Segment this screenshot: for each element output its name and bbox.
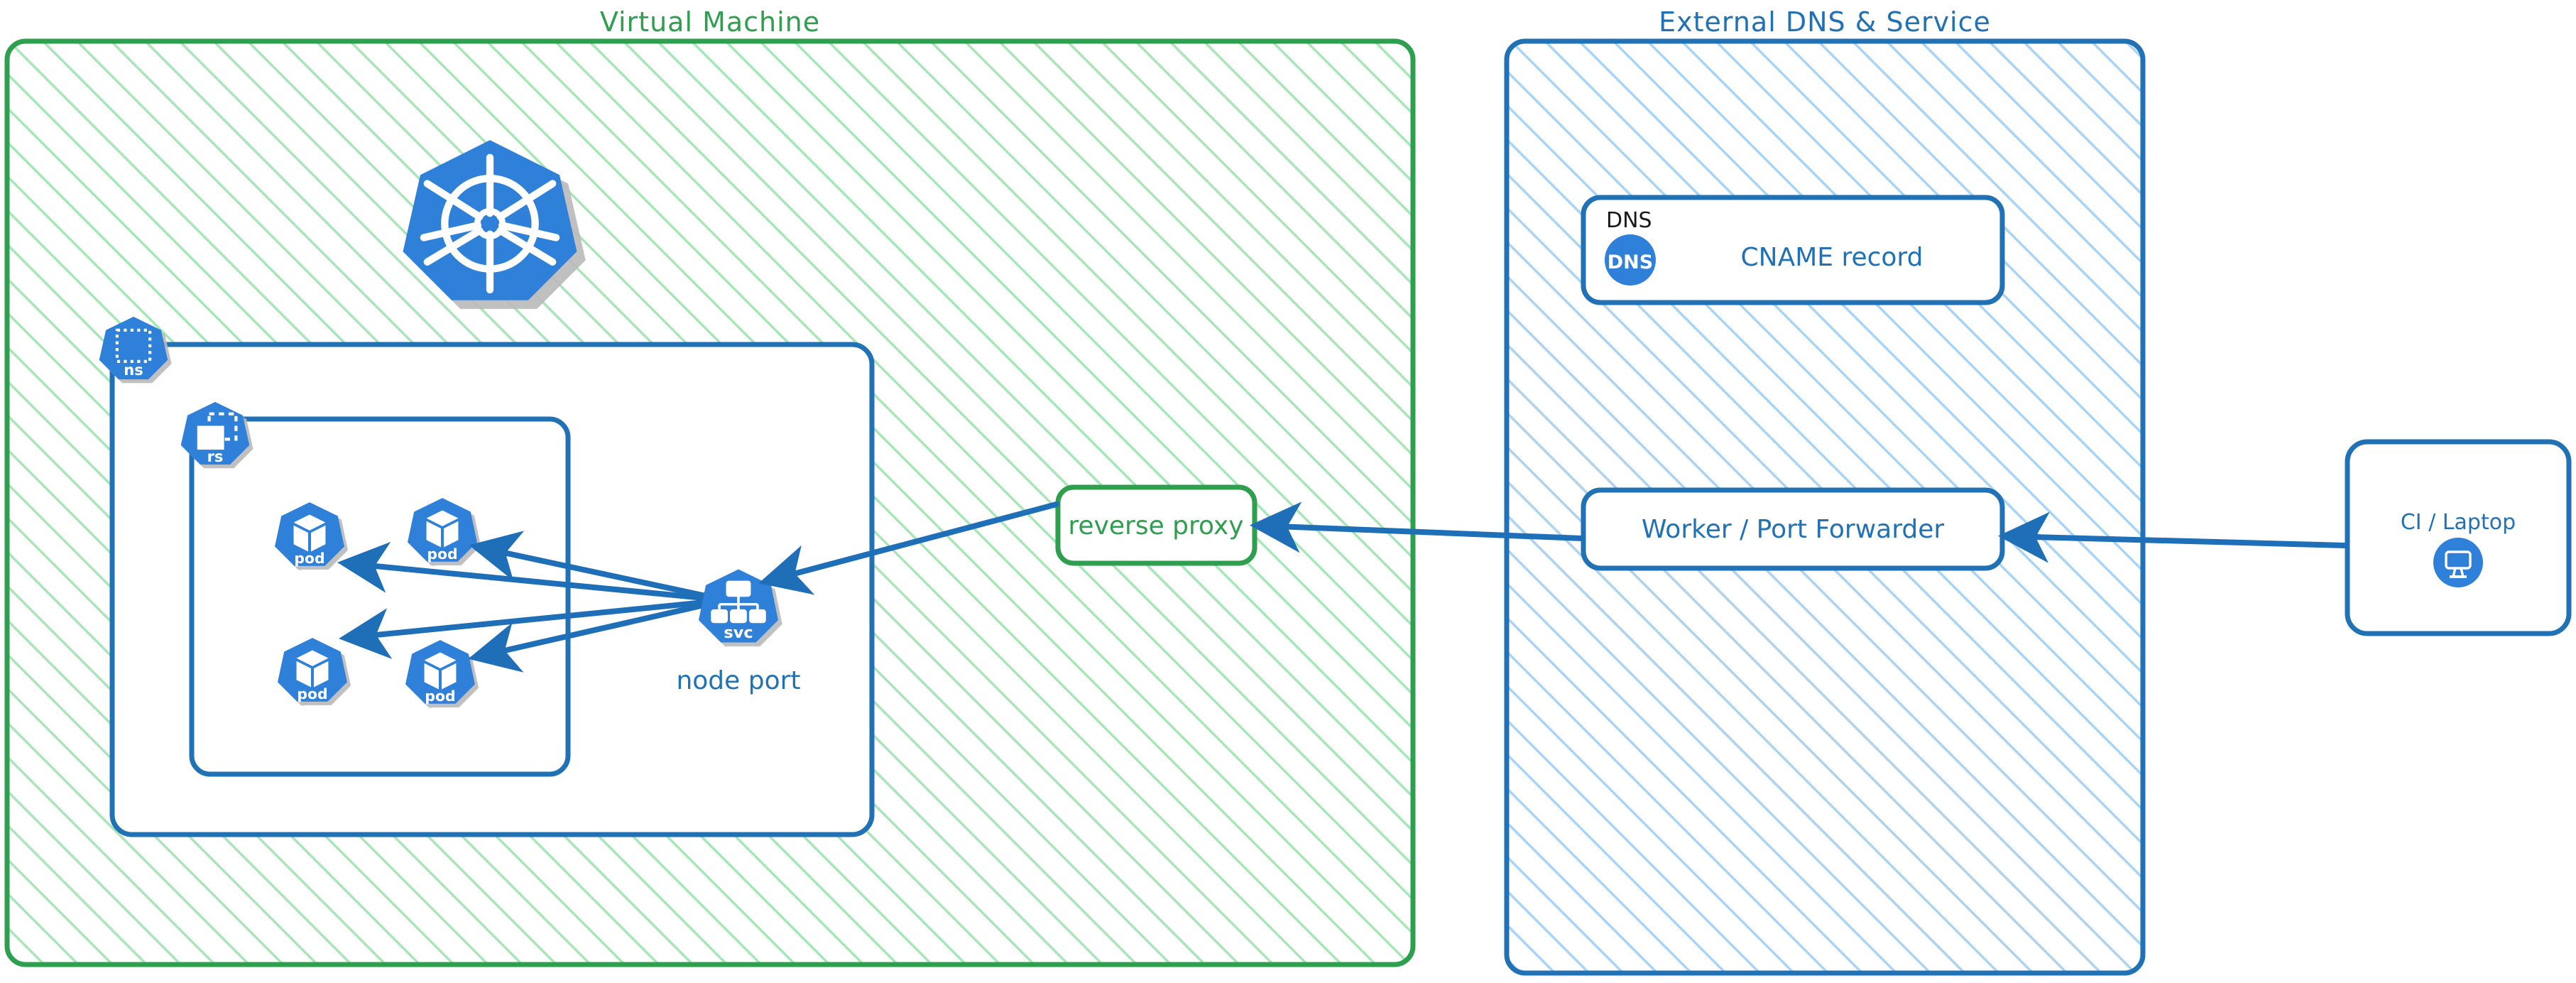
ci-laptop-label: CI / Laptop: [2401, 510, 2516, 535]
pod-icon-2: pod: [408, 498, 477, 563]
pod-icon-1: pod: [275, 502, 344, 567]
arrow-service-to-pod-3: [339, 597, 728, 659]
replicaset-icon: rs: [180, 401, 250, 465]
arrow-service-to-pod-1: [337, 541, 728, 603]
dns-group-box[interactable]: [1581, 195, 2005, 305]
pod-icon-caption-4: pod: [425, 688, 455, 705]
arrow-service-to-pod-2: [469, 531, 728, 603]
desktop-monitor-icon: [2433, 538, 2483, 587]
service-icon: svc: [699, 569, 778, 643]
service-to-pod-arrows: [337, 531, 728, 673]
namespace-icon: ns: [99, 316, 168, 380]
desktop-monitor-icon-circle: [2433, 538, 2483, 587]
service-icon-caption: svc: [724, 624, 753, 642]
reverse-proxy-label: reverse proxy: [1068, 511, 1243, 541]
dns-badge-text: DNS: [1608, 251, 1653, 273]
pod-icon-4: pod: [405, 640, 475, 705]
namespace-icon-caption: ns: [124, 362, 143, 379]
arrow-ci-laptop-to-worker: [1998, 511, 2349, 563]
pod-icon-caption-1: pod: [294, 550, 324, 567]
dns-group[interactable]: DNS DNS CNAME record: [1581, 195, 2005, 305]
replicaset-icon-caption: rs: [207, 448, 224, 465]
worker-port-forwarder-label: Worker / Port Forwarder: [1642, 515, 1945, 544]
dns-badge: DNS: [1605, 234, 1656, 286]
virtual-machine-panel-title: Virtual Machine: [600, 6, 820, 38]
worker-port-forwarder-node[interactable]: Worker / Port Forwarder: [1581, 487, 2005, 571]
external-dns-panel-title: External DNS & Service: [1659, 6, 1991, 38]
arrow-reverse-proxy-to-service: [758, 501, 1059, 595]
replicaset-container: [189, 416, 571, 777]
pod-icon-caption-3: pod: [297, 685, 327, 702]
reverse-proxy-node[interactable]: reverse proxy: [1055, 484, 1257, 566]
pod-icon-caption-2: pod: [427, 545, 457, 563]
kubernetes-logo: [403, 140, 577, 300]
pod-icon-3: pod: [278, 638, 347, 702]
ci-laptop-node[interactable]: CI / Laptop: [2345, 439, 2572, 636]
arrow-worker-to-reverse-proxy: [1250, 501, 1585, 553]
arrow-service-to-pod-4: [468, 597, 728, 673]
dns-badge-circle: [1605, 234, 1656, 286]
node-port-label: node port: [676, 666, 800, 695]
dns-group-label: DNS: [1606, 208, 1652, 233]
cname-record-label: CNAME record: [1741, 243, 1923, 272]
replicaset-box: [189, 416, 571, 777]
